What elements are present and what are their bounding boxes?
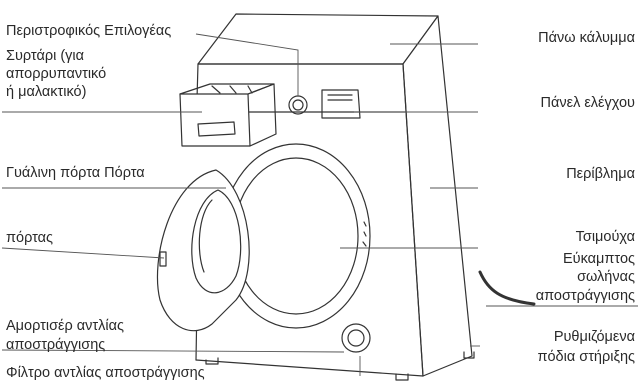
label-gasket: Τσιμούχα: [575, 229, 635, 245]
label-rotary-selector: Περιστροφικός Επιλογέας: [6, 23, 172, 39]
label-hose-line2: σωλήνας: [577, 269, 635, 285]
label-hose-line3: αποστράγγισης: [535, 288, 635, 304]
machine-front-right-edge: [402, 63, 424, 377]
door-handle: [159, 251, 167, 267]
label-pump-damper-line2: αποστράγγισης: [6, 337, 106, 353]
machine-bottom-edge: [195, 359, 424, 377]
label-hose-line1: Εύκαμπτος: [563, 251, 635, 267]
drawer-handle: [197, 121, 236, 137]
foot-left: [205, 357, 219, 365]
display-panel: [321, 89, 361, 119]
drawer-compartments: [211, 85, 253, 94]
label-pump-filter: Φίλτρο αντλίας αποστράγγισης: [6, 365, 205, 381]
door-glass: [191, 189, 242, 294]
leader-pump-damper: [1, 349, 345, 353]
pump-filter-cover: [341, 323, 371, 353]
label-door: πόρτας: [6, 230, 54, 246]
leader-rotary-selector: [195, 33, 299, 96]
label-feet-line1: Ρυθμιζόμενα: [553, 329, 635, 345]
label-pump-damper-line1: Αμορτισέρ αντλίας: [6, 318, 124, 334]
drawer-front: [179, 93, 251, 147]
door-frame: [156, 169, 250, 332]
label-drawer-line3: ή μαλακτικό): [6, 84, 87, 100]
label-feet-line2: πόδια στήριξης: [537, 349, 635, 365]
foot-front: [395, 373, 409, 381]
label-control-panel: Πάνελ ελέγχου: [540, 95, 636, 111]
drain-hose: [478, 270, 536, 306]
label-drawer-line2: απορρυπαντικό: [6, 66, 107, 82]
label-enclosure: Περίβλημα: [566, 166, 635, 182]
label-drawer-line1: Συρτάρι (για: [6, 48, 85, 64]
leader-door: [1, 247, 165, 259]
rotary-knob: [288, 95, 308, 115]
label-glass-door: Γυάλινη πόρτα Πόρτα: [6, 165, 145, 181]
label-top-cover: Πάνω κάλυμμα: [538, 30, 635, 46]
machine-right-side: [402, 15, 473, 377]
machine-top: [197, 13, 439, 65]
foot-right: [463, 351, 475, 359]
